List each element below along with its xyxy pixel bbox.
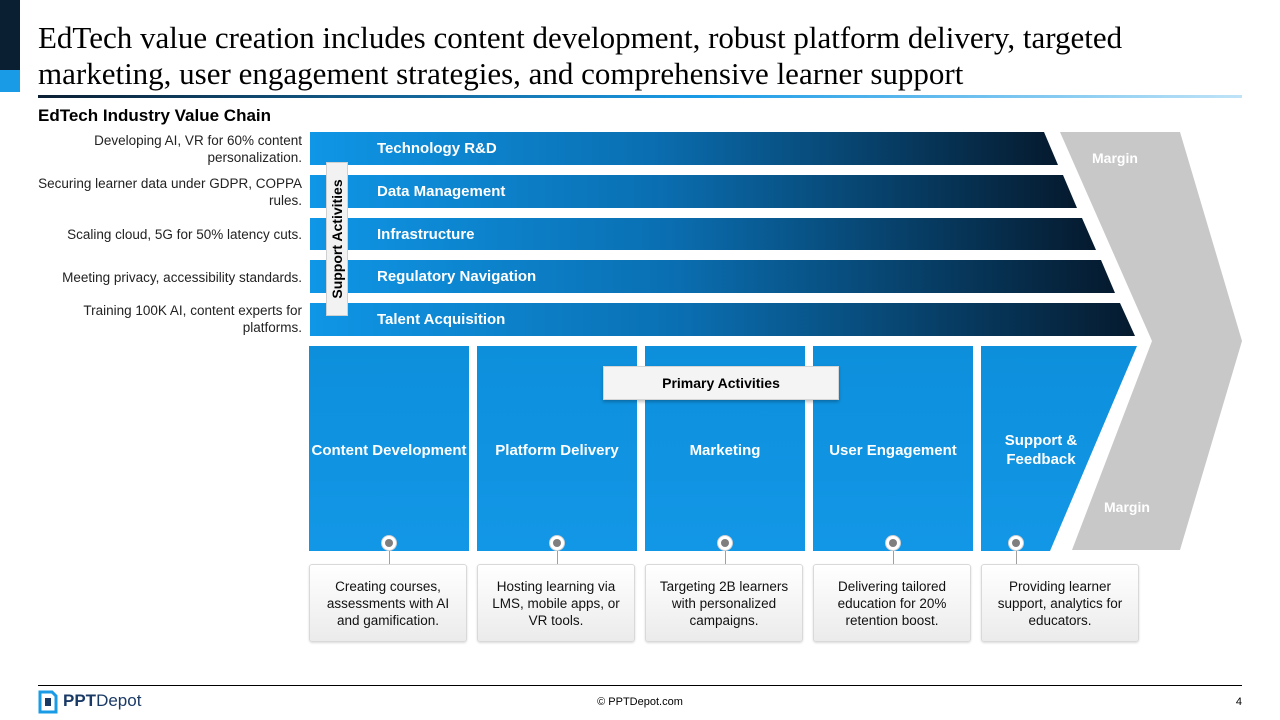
- pin-icon: [382, 536, 396, 550]
- support-activities-box: [326, 162, 348, 316]
- primary-desc-engagement: Delivering tailored education for 20% re…: [813, 564, 971, 642]
- logo-bold-text: PPT: [63, 691, 97, 710]
- pin-icon: [718, 536, 732, 550]
- support-activities-label: Support Activities: [329, 179, 345, 299]
- title-underline: [38, 95, 1242, 98]
- connector-line: [389, 551, 390, 564]
- primary-desc-support: Providing learner support, analytics for…: [981, 564, 1139, 642]
- support-desc-infrastructure: Scaling cloud, 5G for 50% latency cuts.: [67, 227, 302, 242]
- connector-line: [1016, 551, 1017, 564]
- support-bar-technology: [310, 132, 1058, 165]
- connector-line: [893, 551, 894, 564]
- primary-activities-label: Primary Activities: [603, 366, 839, 400]
- pptdepot-logo: PPTDepot: [63, 691, 141, 711]
- pin-icon: [1009, 536, 1023, 550]
- logo-rest-text: Depot: [96, 691, 142, 710]
- accent-bar-blue: [0, 70, 20, 92]
- margin-label-top: Margin: [1092, 150, 1138, 166]
- primary-label-content: Content Development: [311, 441, 467, 459]
- pin-icon: [886, 536, 900, 550]
- primary-col-support: [981, 346, 1137, 551]
- pptdepot-logo-icon: [38, 690, 58, 714]
- diagram-subtitle: EdTech Industry Value Chain: [38, 106, 272, 125]
- margin-label-bottom: Margin: [1104, 499, 1150, 515]
- primary-desc-platform: Hosting learning via LMS, mobile apps, o…: [477, 564, 635, 642]
- connector-line: [725, 551, 726, 564]
- margin-chevron: [1060, 132, 1242, 550]
- connector-line: [557, 551, 558, 564]
- accent-bar-dark: [0, 0, 20, 70]
- support-label-talent: Talent Acquisition: [377, 311, 506, 328]
- copyright-text: © PPTDepot.com: [597, 696, 683, 708]
- footer-divider: [38, 685, 1242, 686]
- primary-label-support: Support & Feedback: [1004, 432, 1078, 468]
- page-number: 4: [1235, 696, 1242, 708]
- primary-label-engagement: User Engagement: [829, 441, 957, 459]
- support-desc-technology: Developing AI, VR for 60% content person…: [94, 133, 302, 165]
- support-bar-data: [310, 175, 1077, 208]
- support-bar-talent: [310, 303, 1135, 336]
- support-desc-data: Securing learner data under GDPR, COPPA …: [38, 176, 302, 208]
- support-label-regulatory: Regulatory Navigation: [377, 268, 537, 285]
- support-desc-regulatory: Meeting privacy, accessibility standards…: [62, 270, 302, 285]
- pin-icon: [550, 536, 564, 550]
- support-bar-infrastructure: [310, 218, 1096, 250]
- primary-label-marketing: Marketing: [689, 441, 761, 459]
- support-bar-regulatory: [310, 260, 1115, 293]
- support-label-infrastructure: Infrastructure: [377, 226, 475, 243]
- primary-col-content: [309, 346, 469, 551]
- support-desc-talent: Training 100K AI, content experts for pl…: [83, 303, 302, 335]
- primary-col-engagement: [813, 346, 973, 551]
- support-label-data: Data Management: [377, 183, 506, 200]
- primary-desc-marketing: Targeting 2B learners with personalized …: [645, 564, 803, 642]
- slide-title: EdTech value creation includes content d…: [38, 20, 1123, 91]
- primary-label-platform: Platform Delivery: [495, 441, 619, 459]
- primary-desc-content: Creating courses, assessments with AI an…: [309, 564, 467, 642]
- support-label-technology: Technology R&D: [377, 140, 497, 157]
